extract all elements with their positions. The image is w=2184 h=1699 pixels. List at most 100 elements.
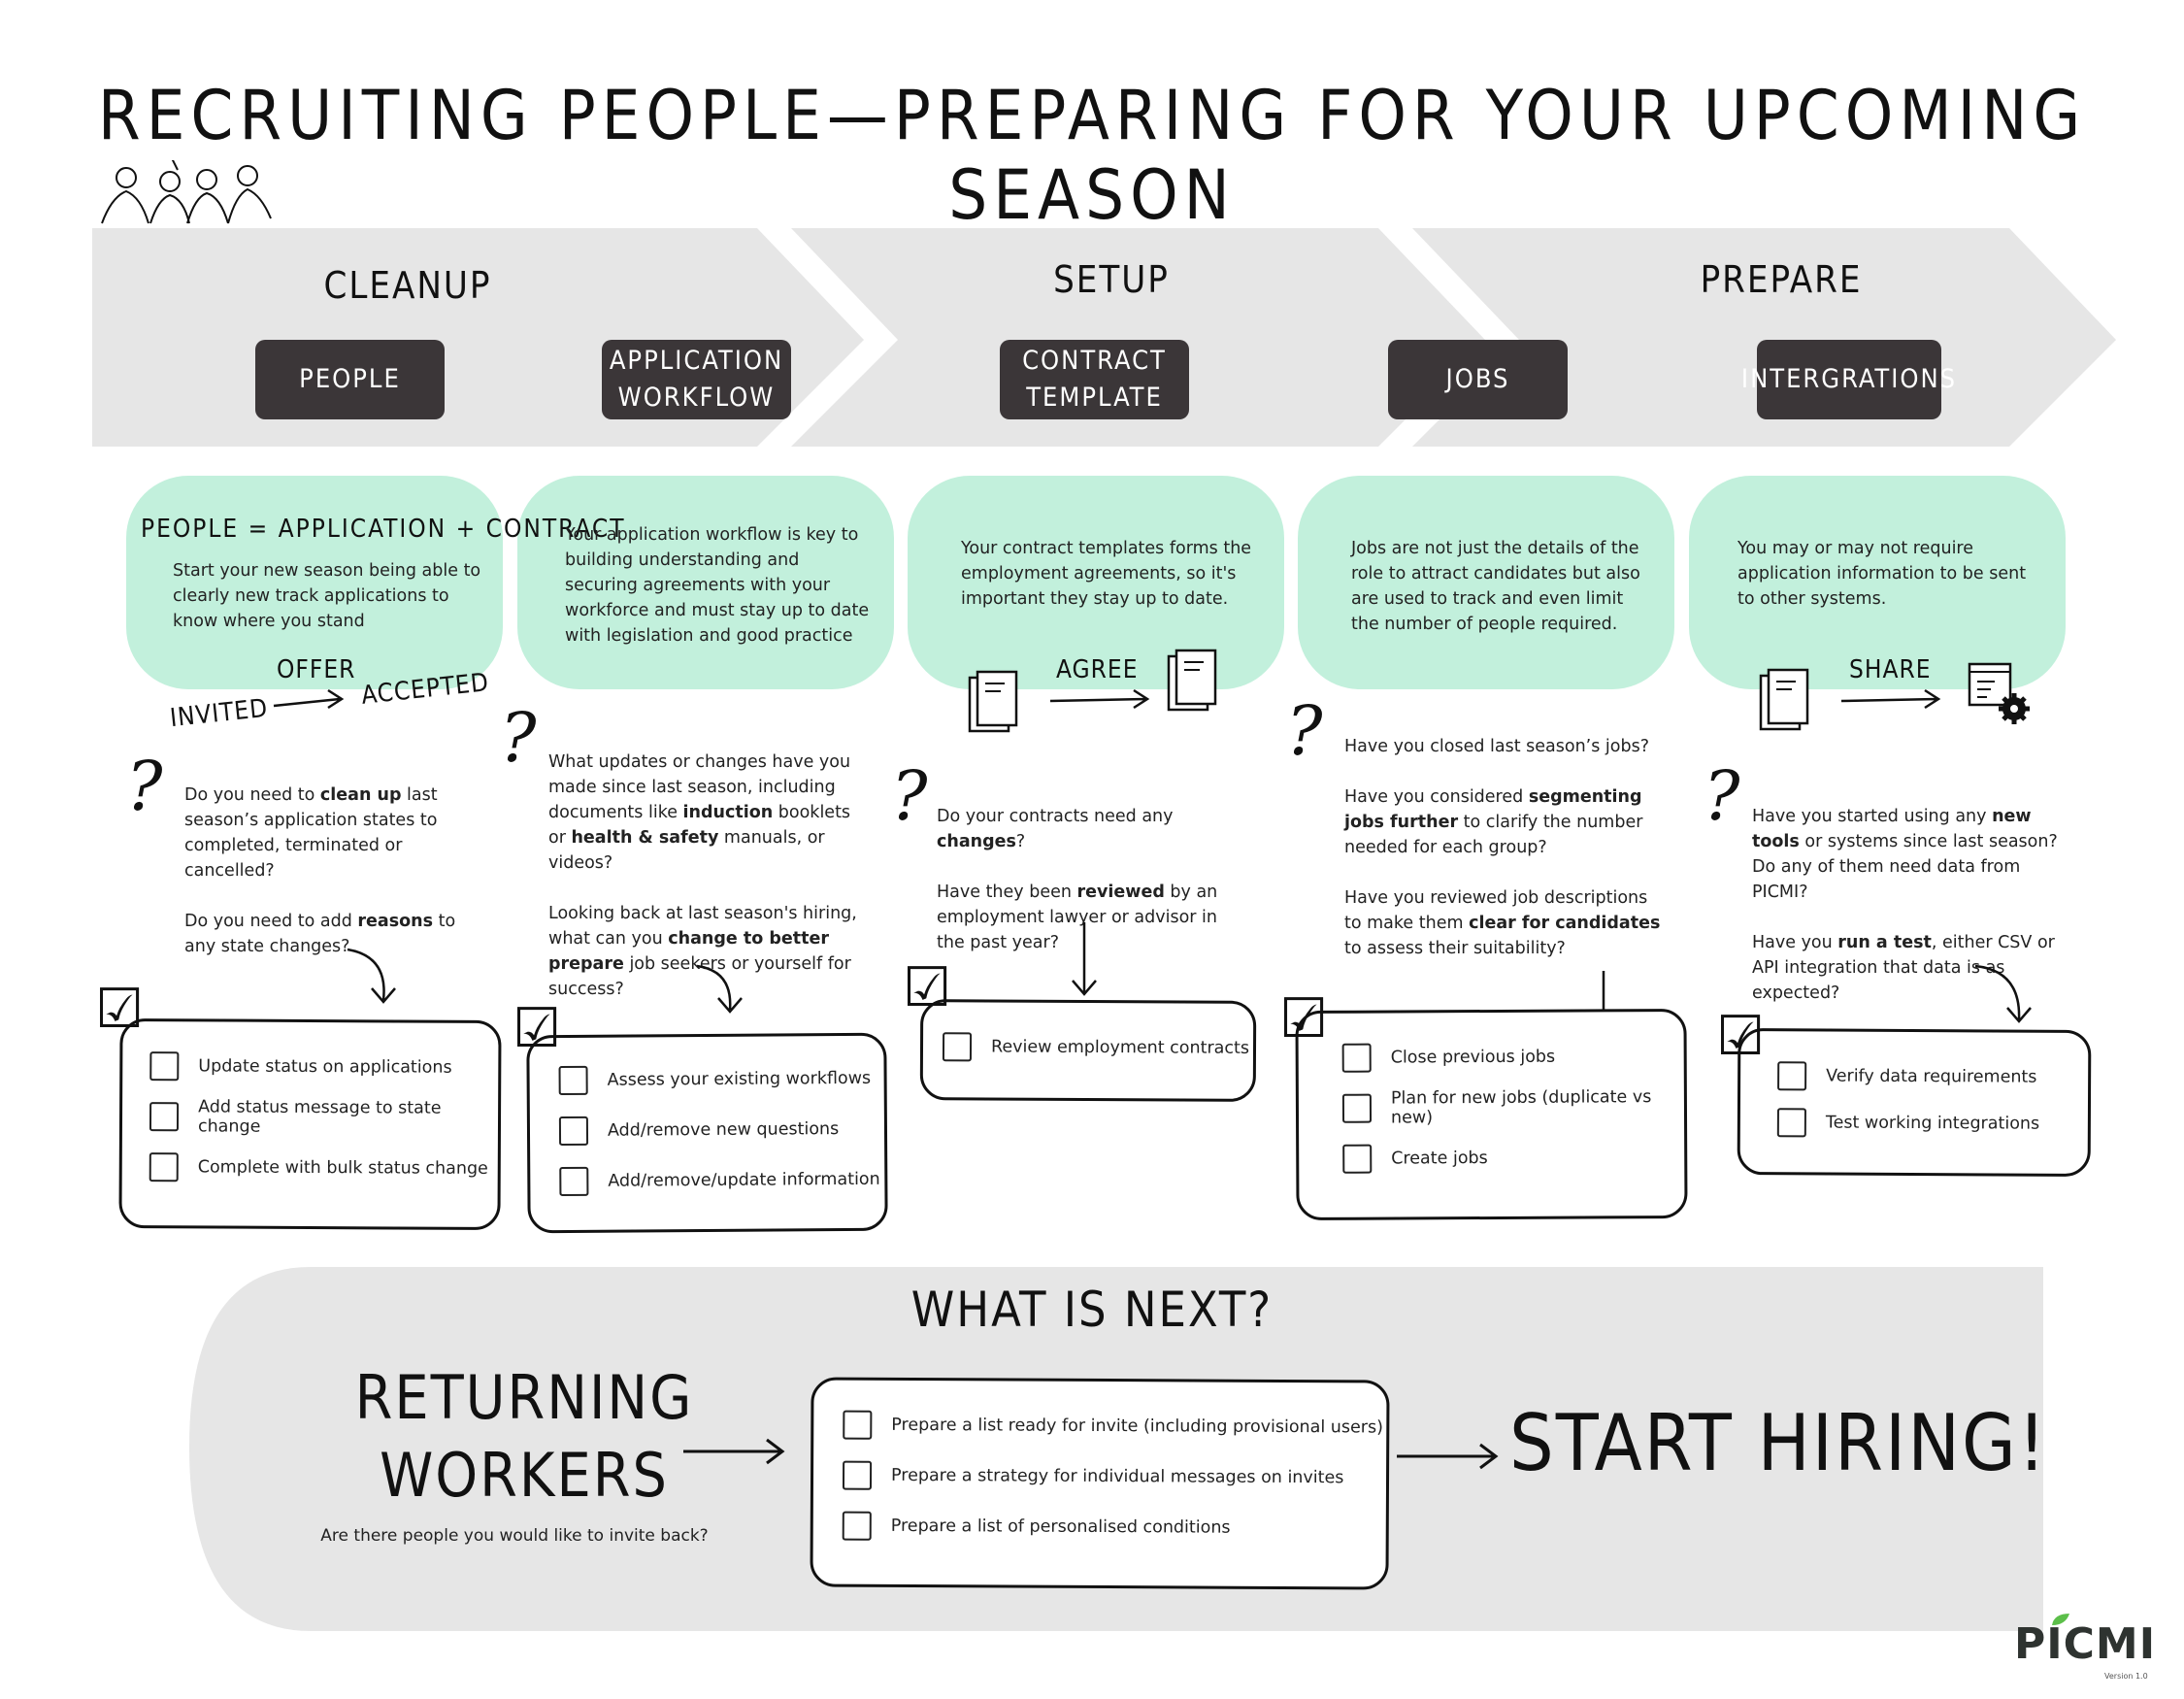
people-sketch-icon — [101, 160, 272, 224]
intro-blob-workflow — [517, 476, 894, 689]
checkmark-icon: ☑ — [95, 978, 145, 1041]
arrow-icon — [1049, 688, 1150, 710]
checkbox[interactable] — [559, 1166, 589, 1197]
checkmark-icon: ☑ — [513, 997, 562, 1060]
question: Do you need to clean up last season’s ap… — [184, 785, 438, 881]
next-task-card: Prepare a list ready for invite (includi… — [810, 1377, 1390, 1590]
checkbox[interactable] — [149, 1051, 180, 1082]
intro-contract: Your contract templates forms the employ… — [961, 539, 1252, 609]
leaf-icon — [2052, 1614, 2069, 1625]
page-title: RECRUITING PEOPLE—PREPARING FOR YOUR UPC… — [97, 76, 2087, 235]
next-heading: WHAT IS NEXT? — [910, 1282, 1274, 1338]
step-integrations: INTERGRATIONS — [1741, 340, 1955, 419]
checkbox[interactable] — [842, 1460, 873, 1490]
questions-workflow: What updates or changes have you made si… — [548, 750, 869, 1027]
arrow-icon — [1840, 688, 1941, 710]
checkbox[interactable] — [558, 1065, 588, 1096]
phase-prepare-label: PREPARE — [1700, 258, 1863, 301]
arrow-icon — [273, 688, 345, 710]
chevron-setup — [791, 228, 1485, 447]
question-mark-icon: ? — [891, 756, 928, 836]
checkbox[interactable] — [1776, 1108, 1806, 1138]
question-mark-icon: ? — [1704, 756, 1740, 836]
phase-setup-label: SETUP — [1053, 258, 1170, 301]
intro-blob-contract — [908, 476, 1284, 689]
picmi-logo: PICMI — [2014, 1619, 2157, 1669]
task-item[interactable]: Review employment contracts — [942, 1021, 1253, 1074]
checkbox[interactable] — [843, 1410, 873, 1440]
question: Do your contracts need any changes? — [937, 807, 1174, 851]
task-item[interactable]: Create jobs — [1342, 1132, 1684, 1184]
questions-integrations: Have you started using any new tools or … — [1752, 804, 2072, 1031]
task-item[interactable]: Add status message to state change — [149, 1091, 498, 1144]
flow-offer: OFFER — [277, 655, 356, 684]
question: Have you reviewed job descriptions to ma… — [1344, 888, 1661, 958]
step-application-workflow: APPLICATION WORKFLOW — [602, 340, 791, 419]
checkmark-icon: ☑ — [1279, 987, 1329, 1050]
task-item[interactable]: Prepare a list ready for invite (includi… — [843, 1400, 1386, 1453]
intro-blob-integrations — [1689, 476, 2066, 689]
task-card-people: Update status on applications Add status… — [118, 1017, 502, 1231]
questions-people: Do you need to clean up last season’s ap… — [184, 783, 466, 984]
task-card-integrations: Verify data requirements Test working in… — [1737, 1028, 2092, 1177]
checkbox[interactable] — [942, 1032, 973, 1062]
start-hiring-title: START HIRING! — [1509, 1398, 2048, 1488]
checkbox[interactable] — [1777, 1061, 1807, 1091]
checkbox[interactable] — [842, 1511, 872, 1541]
task-card-jobs: Close previous jobs Plan for new jobs (d… — [1295, 1008, 1688, 1221]
intro-blob-people — [126, 476, 503, 689]
intro-workflow: Your application workflow is key to buil… — [565, 525, 870, 646]
question: Have you closed last season’s jobs? — [1344, 737, 1650, 756]
step-contract-template: CONTRACT TEMPLATE — [1000, 340, 1189, 419]
version-label: Version 1.0 — [2104, 1672, 2148, 1681]
task-item[interactable]: Verify data requirements — [1777, 1052, 2088, 1101]
document-icon — [1759, 668, 1809, 731]
document-icon — [1167, 649, 1217, 712]
task-item[interactable]: Close previous jobs — [1341, 1031, 1684, 1083]
task-item[interactable]: Add/remove new questions — [558, 1104, 884, 1156]
task-item[interactable]: Update status on applications — [149, 1041, 498, 1093]
question: What updates or changes have you made si… — [548, 752, 851, 873]
task-item[interactable]: Prepare a strategy for individual messag… — [842, 1450, 1386, 1504]
question-mark-icon: ? — [1286, 691, 1323, 771]
task-card-contract: Review employment contracts — [919, 999, 1257, 1102]
question: Have you run a test, either CSV or API i… — [1752, 933, 2055, 1003]
task-item[interactable]: Test working integrations — [1776, 1099, 2088, 1148]
phase-cleanup-label: CLEANUP — [323, 264, 492, 307]
intro-integrations: You may or may not require application i… — [1737, 539, 2027, 609]
questions-contract: Do your contracts need any changes? Have… — [937, 804, 1238, 981]
question: Have you considered segmenting jobs furt… — [1344, 787, 1643, 857]
question: Looking back at last season's hiring, wh… — [548, 904, 857, 999]
question-mark-icon: ? — [500, 698, 537, 778]
task-item[interactable]: Assess your existing workflows — [558, 1053, 883, 1106]
step-jobs: JOBS — [1388, 340, 1568, 419]
checkbox[interactable] — [149, 1152, 179, 1183]
checkmark-icon: ☑ — [903, 956, 952, 1019]
question-mark-icon: ? — [126, 747, 163, 826]
checkbox[interactable] — [1341, 1093, 1373, 1123]
flow-share: SHARE — [1849, 655, 1932, 684]
task-item[interactable]: Complete with bulk status change — [149, 1142, 498, 1194]
document-icon — [968, 670, 1018, 733]
intro-jobs: Jobs are not just the details of the rol… — [1351, 539, 1640, 634]
task-card-workflow: Assess your existing workflows Add/remov… — [526, 1032, 888, 1234]
checkbox[interactable] — [558, 1116, 589, 1147]
question: Do you need to add reasons to any state … — [184, 912, 456, 956]
people-equation: PEOPLE = APPLICATION + CONTRACT — [141, 515, 626, 544]
checkbox[interactable] — [1341, 1043, 1372, 1073]
step-people: PEOPLE — [255, 340, 445, 419]
intro-people: Start your new season being able to clea… — [173, 561, 481, 631]
checkbox[interactable] — [1342, 1144, 1373, 1174]
question: Have you started using any new tools or … — [1752, 807, 2058, 902]
task-item[interactable]: Prepare a list of personalised condition… — [842, 1501, 1386, 1554]
returning-workers-subtitle: Are there people you would like to invit… — [320, 1526, 709, 1546]
questions-jobs: Have you closed last season’s jobs? Have… — [1344, 734, 1665, 986]
arrow-icon — [683, 1438, 785, 1465]
checkbox[interactable] — [149, 1102, 180, 1132]
returning-workers-title: RETURNING WORKERS — [354, 1362, 694, 1511]
arrow-icon — [1397, 1443, 1499, 1470]
task-item[interactable]: Add/remove/update information — [559, 1154, 884, 1207]
task-item[interactable]: Plan for new jobs (duplicate vs new) — [1341, 1082, 1684, 1134]
settings-gear-icon — [1968, 662, 2030, 724]
question: Have they been reviewed by an employment… — [937, 883, 1218, 952]
